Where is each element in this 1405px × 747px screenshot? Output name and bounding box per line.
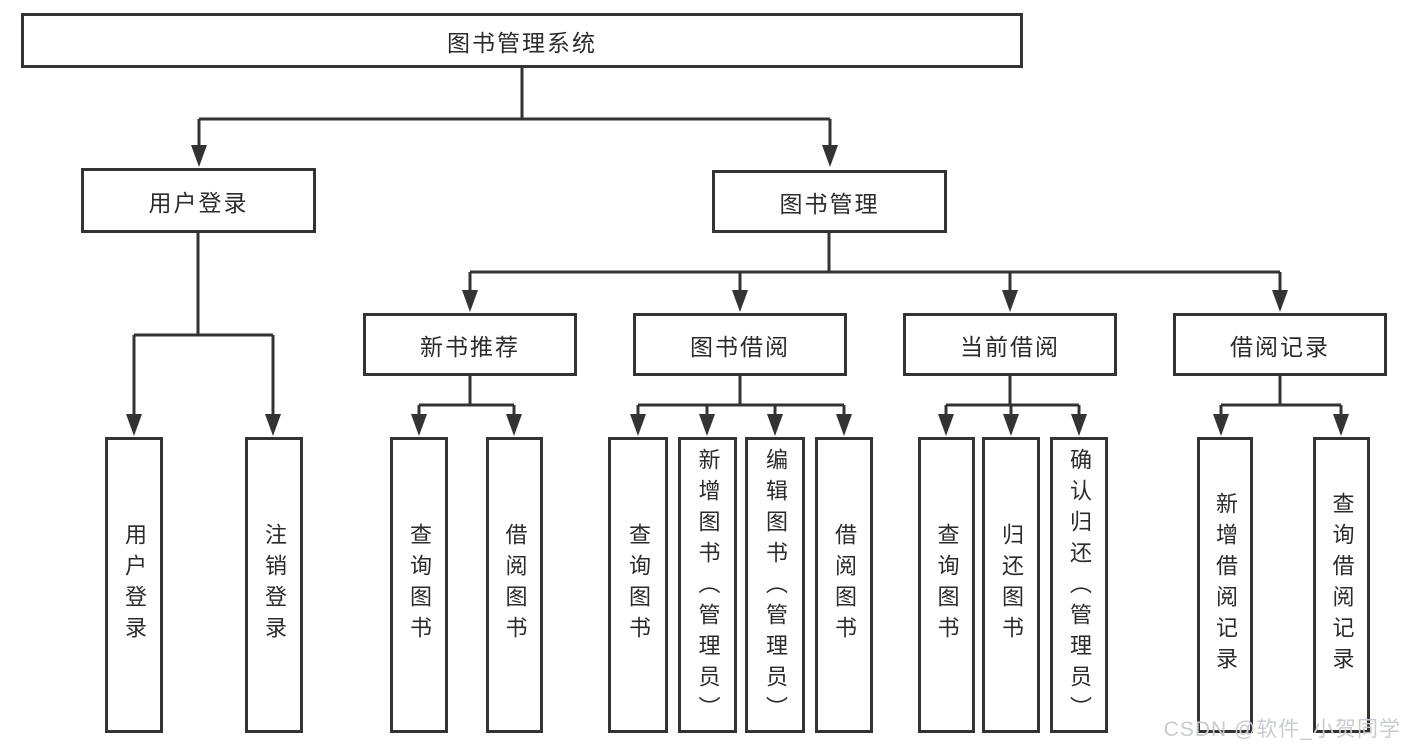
leaf-return-book: 归还图书 [982, 437, 1040, 733]
leaf-add-borrow-record: 新增借阅记录 [1197, 437, 1253, 733]
node-user-login: 用户登录 [81, 168, 316, 233]
leaf-query-borrow-record: 查询借阅记录 [1313, 437, 1370, 733]
csdn-watermark: CSDN @软件_小贺同学 [1163, 718, 1401, 741]
leaf-borrow-book-1: 借阅图书 [486, 437, 543, 733]
node-book-borrow: 图书借阅 [633, 313, 847, 376]
leaf-query-book-3: 查询图书 [918, 437, 975, 733]
node-borrow-records: 借阅记录 [1173, 313, 1387, 376]
leaf-user-login: 用户登录 [105, 437, 163, 733]
leaf-query-book-1: 查询图书 [390, 437, 448, 733]
leaf-edit-book-admin: 编辑图书（管理员） [745, 437, 805, 733]
node-new-book-recommend: 新书推荐 [363, 313, 577, 376]
node-book-management: 图书管理 [712, 170, 947, 233]
leaf-query-book-2: 查询图书 [608, 437, 668, 733]
leaf-confirm-return-admin: 确认归还（管理员） [1050, 437, 1108, 733]
node-root-library-system: 图书管理系统 [21, 13, 1023, 68]
node-current-borrow: 当前借阅 [903, 313, 1117, 376]
leaf-logout: 注销登录 [245, 437, 303, 733]
leaf-borrow-book-2: 借阅图书 [815, 437, 873, 733]
leaf-add-book-admin: 新增图书（管理员） [678, 437, 737, 733]
arrowheads [126, 145, 1349, 436]
